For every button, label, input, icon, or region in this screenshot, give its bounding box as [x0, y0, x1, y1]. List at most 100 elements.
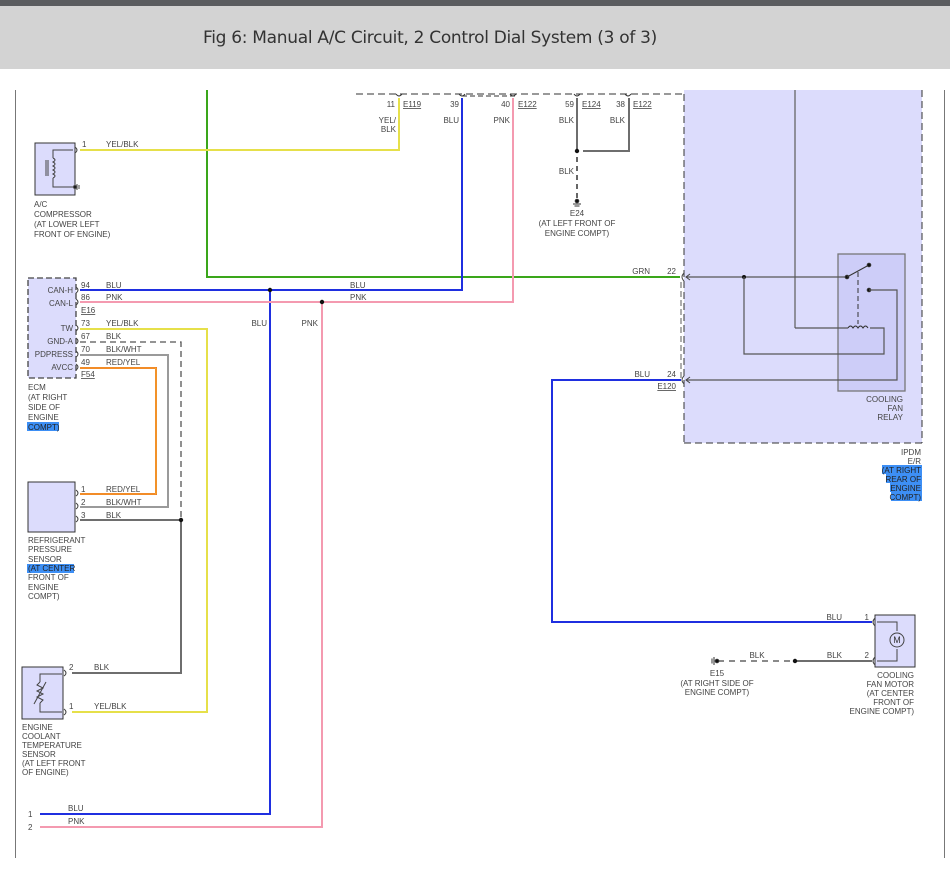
ground-e15-location-1: (AT RIGHT SIDE OF [680, 679, 753, 688]
ect-sensor-box [21, 666, 64, 720]
fan-label-4: FRONT OF [873, 698, 914, 707]
relay-label-1: COOLING [866, 395, 903, 404]
splice-blu [267, 287, 273, 293]
wire-blk-gnd-a-dashed [80, 341, 182, 520]
ipdm-wire-24 [686, 289, 898, 381]
ect-connector-marks [63, 669, 67, 716]
top-connector-marks [395, 93, 632, 97]
connector-mark [458, 93, 466, 97]
connector-e122b-label: E122 [633, 100, 652, 109]
fan-wire-2: BLK [827, 651, 843, 660]
refrigerant-connector-marks [75, 489, 79, 523]
ecm-pin-can-h: CAN-H [48, 286, 74, 295]
ipdm-label-3: (AT RIGHT [882, 466, 921, 475]
fan-motor-connector-marks [872, 617, 876, 666]
ecm-wire-86: PNK [106, 293, 123, 302]
ecm-label-3: SIDE OF [28, 403, 60, 412]
wire-blu-label-top: BLU [443, 116, 459, 125]
ipdm-label-highlight-2 [886, 474, 922, 483]
splice-blk-e15 [792, 658, 798, 664]
ipdm-label-1: IPDM [901, 448, 921, 457]
refrigerant-label-7: COMPT) [28, 592, 60, 601]
compressor-label-1: A/C [34, 200, 48, 209]
ground-e24-icon [573, 198, 581, 207]
ect-label-2: COOLANT [22, 732, 61, 741]
wire-blk-label-59: BLK [559, 116, 575, 125]
fan-label-5: ENGINE COMPT) [850, 707, 915, 716]
splice-pnk [319, 299, 325, 305]
ecm-pin-avcc: AVCC [51, 363, 73, 372]
ipdm-pin-24-label: 24 [667, 370, 676, 379]
refrigerant-label-1: REFRIGERANT [28, 536, 85, 545]
ipdm-connector-marks [681, 272, 691, 385]
motor-symbol: M [893, 635, 901, 645]
ecm-label-highlight [27, 422, 59, 431]
bottom-pin-2: 2 [28, 823, 33, 832]
ipdm-label-highlight-1 [882, 465, 922, 474]
ecm-label-4: ENGINE [28, 413, 59, 422]
bus-pnk-label: PNK [350, 293, 367, 302]
compressor-label-4: FRONT OF ENGINE) [34, 230, 111, 239]
ground-e15-icon [711, 657, 720, 665]
refrigerant-label-2: PRESSURE [28, 545, 72, 554]
ac-compressor-box [34, 142, 76, 196]
pin-59-label: 59 [565, 100, 574, 109]
ecm-wire-49: RED/YEL [106, 358, 141, 367]
ecm-pin-gnd-a: GND-A [47, 337, 73, 346]
refrigerant-wire-2: BLK/WHT [106, 498, 142, 507]
ecm-wire-73: YEL/BLK [106, 319, 139, 328]
refrigerant-label-highlight [27, 564, 74, 573]
pin-40-label: 40 [501, 100, 510, 109]
ground-e24-location-2: ENGINE COMPT) [545, 229, 610, 238]
ipdm-label-highlight-3 [890, 483, 922, 492]
ipdm-label-2: E/R [908, 457, 922, 466]
bus-blu-label: BLU [350, 281, 366, 290]
compressor-wire-label: YEL/BLK [106, 140, 139, 149]
ecm-pin-73: 73 [81, 319, 90, 328]
ipdm-label-5: ENGINE [890, 484, 921, 493]
wire-grn [206, 90, 680, 278]
connector-e124-label: E124 [582, 100, 601, 109]
wire-grn-label: GRN [632, 267, 650, 276]
ect-wire-2: BLK [94, 663, 110, 672]
ect-pin-1: 1 [69, 702, 74, 711]
ecm-connector-e16: E16 [81, 306, 96, 315]
ipdm-pin-22-label: 22 [667, 267, 676, 276]
wire-blu-can-h [80, 98, 463, 291]
relay-label-2: FAN [887, 404, 903, 413]
connector-mark [395, 93, 403, 97]
clutch-coil-icon [45, 149, 80, 190]
ipdm-wire-24-label: BLU [634, 370, 650, 379]
wire-blu-drop [40, 290, 271, 815]
compressor-label-3: (AT LOWER LEFT [34, 220, 100, 229]
fan-pin-1: 1 [865, 613, 870, 622]
bottom-pin-1: 1 [28, 810, 33, 819]
connector-mark [624, 93, 632, 97]
thermistor-icon [33, 673, 62, 713]
ecm-pin-tw: TW [61, 324, 74, 333]
wire-blk-label-38: BLK [610, 116, 626, 125]
ect-pin-2: 2 [69, 663, 74, 672]
connector-mark [573, 93, 581, 97]
ect-label-1: ENGINE [22, 723, 53, 732]
ground-e24-location-1: (AT LEFT FRONT OF [539, 219, 616, 228]
pin-39-label: 39 [450, 100, 459, 109]
pin-38-label: 38 [616, 100, 625, 109]
ecm-pin-94: 94 [81, 281, 90, 290]
ecm-label-1: ECM [28, 383, 46, 392]
wire-yel-blk-label-a: YEL/ [379, 116, 397, 125]
ground-e15-location-2: ENGINE COMPT) [685, 688, 750, 697]
connector-e119-label: E119 [403, 100, 422, 109]
figure-header: Fig 6: Manual A/C Circuit, 2 Control Dia… [0, 6, 950, 69]
wire-blk-38 [583, 98, 630, 152]
ecm-wire-70: BLK/WHT [106, 345, 142, 354]
ipdm-label-highlight-4 [891, 492, 922, 501]
ect-label-4: SENSOR [22, 750, 56, 759]
pin-11-label: 11 [387, 100, 396, 109]
ecm-pin-labels: CAN-H CAN-L TW GND-A PDPRESS AVCC [35, 286, 74, 372]
fan-label-1: COOLING [877, 671, 914, 680]
ecm-pin-49: 49 [81, 358, 90, 367]
refrigerant-wire-1: RED/YEL [106, 485, 141, 494]
ground-e24-name: E24 [570, 209, 585, 218]
